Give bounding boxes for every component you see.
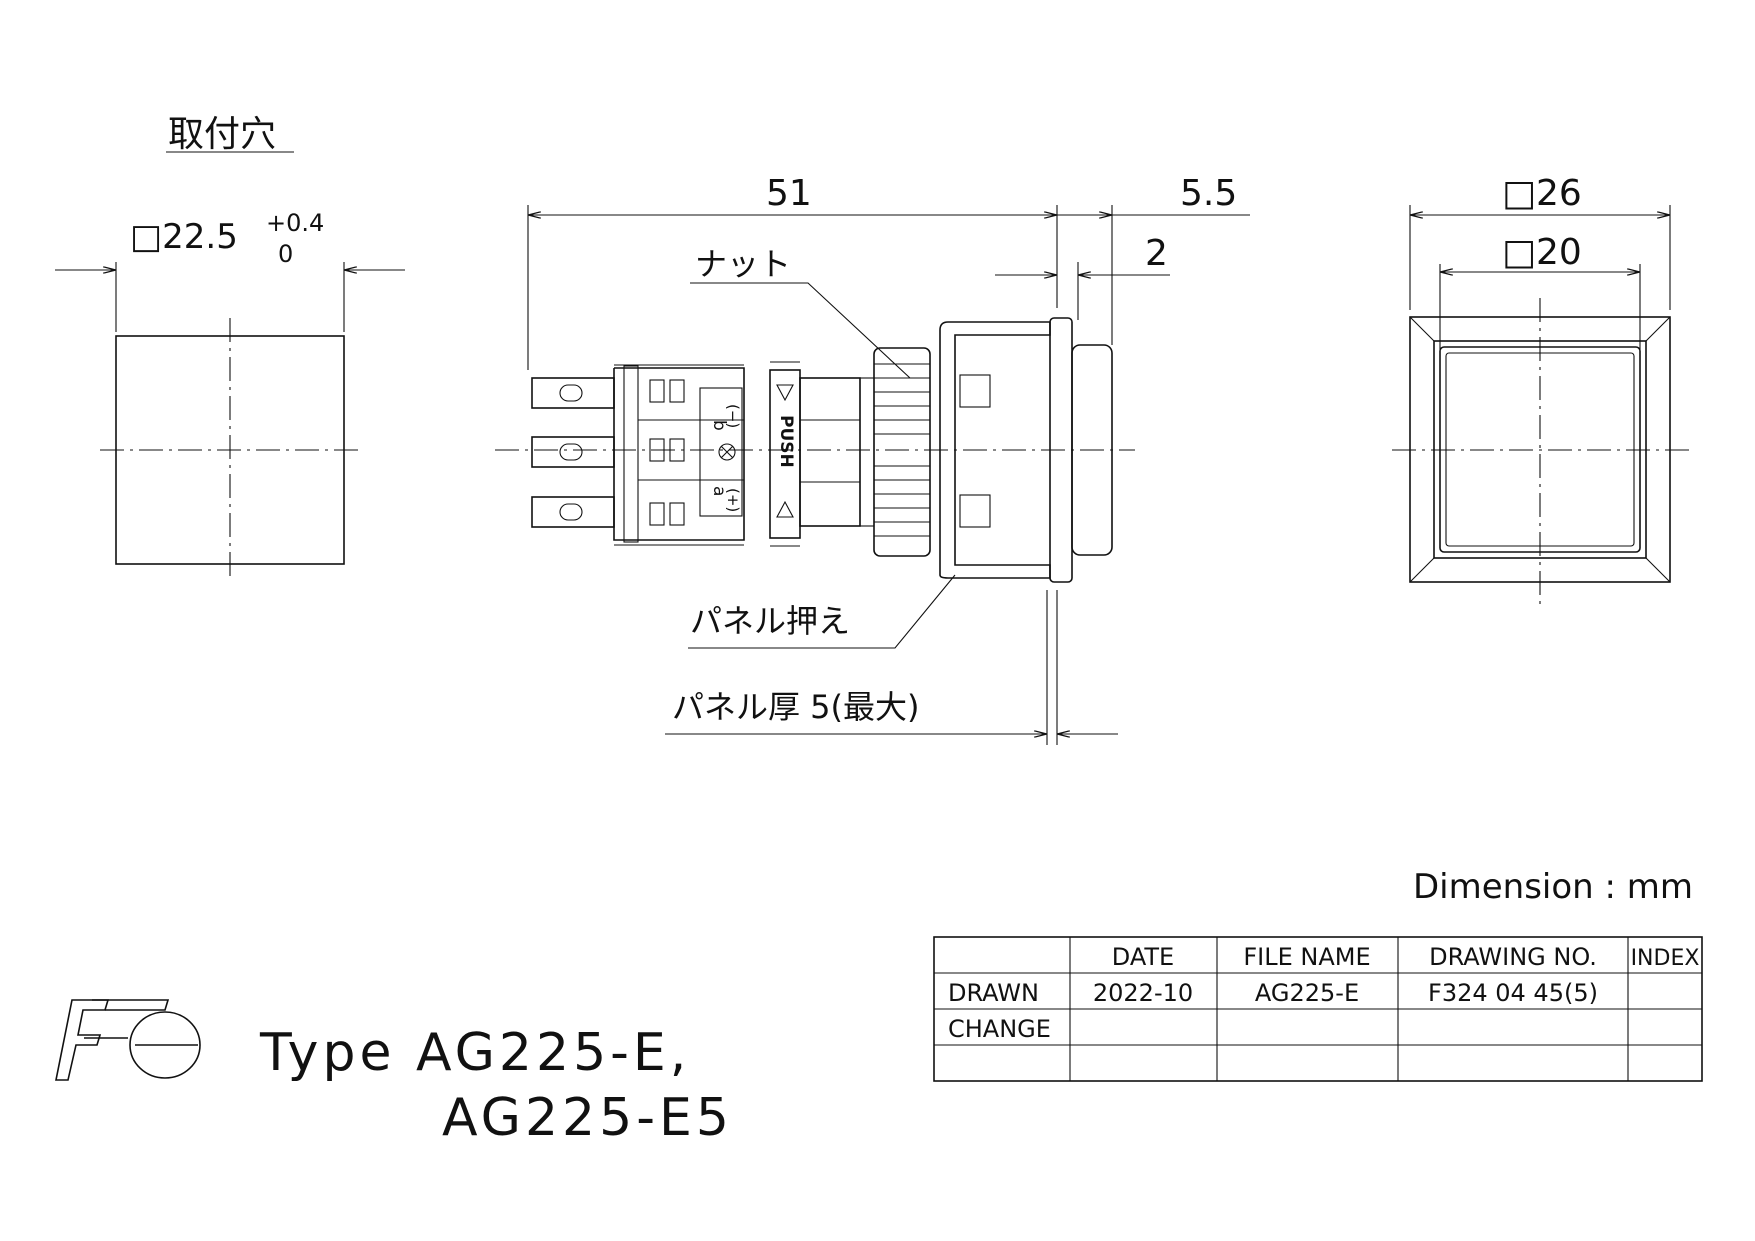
arrow-down-icon: [776, 384, 794, 402]
arrow-up-icon: [776, 500, 794, 518]
nut: [873, 347, 931, 557]
minus-label: (−): [724, 404, 742, 428]
header-file-name: FILE NAME: [1243, 943, 1370, 971]
type-line-2: AG225-E5: [442, 1088, 733, 1148]
title-block: DATE FILE NAME DRAWING NO. INDEX DRAWN 2…: [933, 936, 1703, 1082]
panel-holder: [939, 321, 1051, 579]
header-drawing-no: DRAWING NO.: [1429, 943, 1597, 971]
header-date: DATE: [1112, 943, 1174, 971]
mounting-hole-title: 取付穴: [168, 114, 276, 155]
terminals: [531, 377, 615, 528]
type-line-1: Type AG225-E,: [259, 1023, 690, 1083]
push-label: PUSH: [776, 415, 796, 468]
label-panel-thickness: パネル厚 5(最大): [672, 688, 920, 726]
row-drawn-file: AG225-E: [1255, 979, 1359, 1007]
mounting-hole-view: 取付穴 □22.5 +0.4 0: [55, 114, 405, 580]
mounting-hole-tol-upper: +0.4: [266, 209, 324, 237]
label-panel-holder: パネル押え: [690, 602, 850, 640]
plus-label: (+): [724, 488, 742, 512]
dim-bezel: 5.5: [1180, 173, 1237, 214]
switch-body: (−) b a (+): [613, 364, 745, 546]
contact-b-label: b: [709, 420, 729, 431]
dim-flange: 2: [1145, 233, 1168, 274]
header-index: INDEX: [1631, 946, 1700, 971]
dim-overall: 51: [766, 173, 812, 214]
fe-logo: [55, 999, 201, 1081]
dimension-unit: Dimension : mm: [1413, 867, 1693, 907]
front-view: □26 □20: [1392, 173, 1690, 605]
row-change-label: CHANGE: [948, 1015, 1051, 1043]
contact-a-label: a: [709, 486, 729, 496]
label-nut: ナット: [695, 245, 791, 283]
row-drawn-date: 2022-10: [1093, 979, 1193, 1007]
mounting-hole-size: □22.5: [130, 217, 238, 257]
dim-outer: □26: [1502, 173, 1582, 214]
side-view: 51 5.5 2 ナット パネル押え パネル厚 5(最大): [495, 173, 1250, 745]
lamp-symbol-icon: [718, 443, 736, 461]
dim-inner: □20: [1502, 232, 1582, 273]
row-drawn-drawing-no: F324 04 45(5): [1428, 979, 1598, 1007]
push-block: PUSH: [769, 361, 801, 547]
mounting-hole-tol-lower: 0: [278, 240, 293, 268]
row-drawn-label: DRAWN: [948, 979, 1039, 1007]
